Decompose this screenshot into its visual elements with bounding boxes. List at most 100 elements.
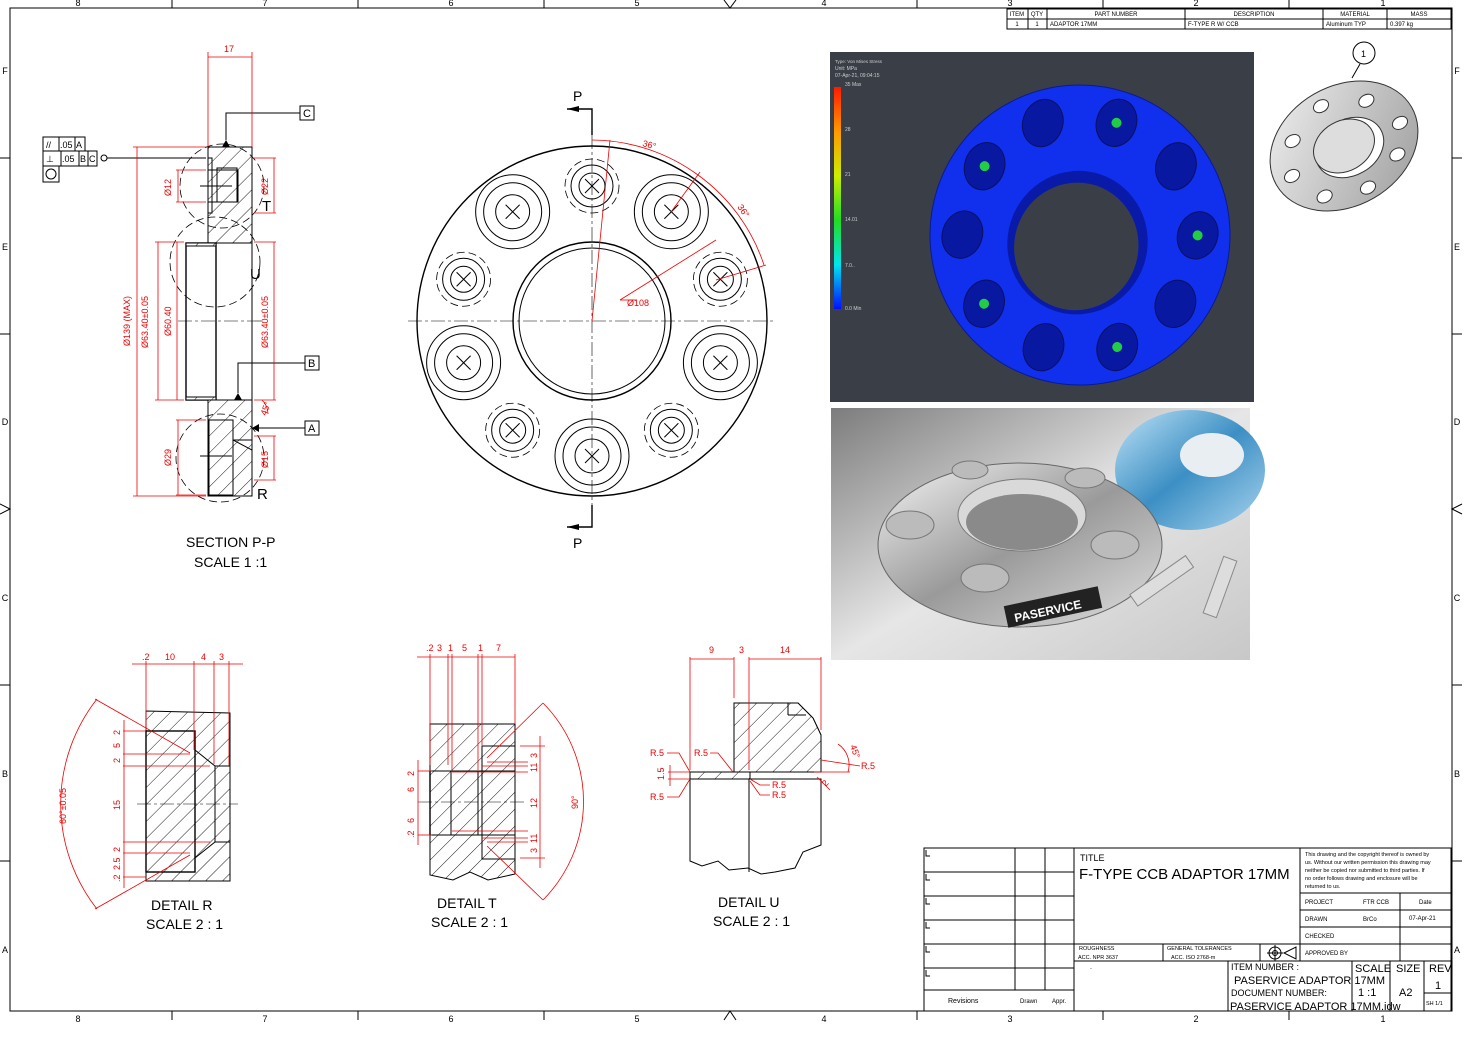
- project-value: FTR CCB: [1363, 900, 1389, 906]
- tolerances-label: GENERAL TOLERANCES: [1167, 946, 1232, 952]
- dim-angle-36-b: 36°: [735, 202, 751, 219]
- dim-r-2-5: 2.5: [112, 857, 122, 870]
- zone-col-5: 5: [634, 0, 639, 8]
- dim-u-r5: R.5: [772, 790, 786, 800]
- zone-col-8: 8: [75, 0, 80, 8]
- dim-u-r4: R.5: [772, 780, 786, 790]
- dim-t-2: 2: [406, 771, 416, 776]
- date-label: Date: [1419, 900, 1432, 906]
- detail-callout-t: T: [262, 198, 271, 215]
- parts-list-table: ITEM QTY PART NUMBER DESCRIPTION MATERIA…: [1006, 8, 1452, 30]
- parallel-tolerance: .05: [60, 140, 73, 150]
- zone-col-2-bottom: 2: [1193, 1014, 1198, 1024]
- sheet-border: 8 7 6 5 4 3 2 1 8 7 6 5 4 3 2 1 F E D C …: [0, 0, 1463, 1024]
- dim-r-5a: 5: [112, 743, 122, 748]
- stud-hole: [692, 251, 748, 307]
- dim-d139: Ø139 (MAX): [122, 296, 132, 346]
- zone-row-c-right: C: [1454, 593, 1461, 603]
- approved-label: APPROVED BY: [1305, 951, 1348, 957]
- dim-u-9: 9: [709, 645, 714, 655]
- dim-u-angle-45: 45°: [848, 743, 862, 760]
- date-value: 07-Apr-21: [1409, 916, 1436, 922]
- section-view-p-p: C B A T U R // .05 A ⊥ .05 B C: [42, 44, 320, 570]
- detail-t: .2 3 1 5 1 7 2 6 6 .2 3 11 12 11 3 90° D…: [406, 643, 584, 930]
- circularity-icon: [45, 168, 57, 180]
- fea-legend-unit: Unit: MPa: [835, 66, 857, 72]
- fea-legend-14: 14.01: [845, 217, 858, 223]
- zone-row-f-right: F: [1454, 66, 1460, 76]
- bom-cell-item: 1: [1015, 22, 1019, 28]
- bom-header-part-number: PART NUMBER: [1094, 12, 1138, 18]
- dim-u-r3: R.5: [694, 748, 708, 758]
- dim-r-10: 10: [165, 652, 175, 662]
- dim-t-6b: 6: [406, 818, 416, 823]
- zone-row-d-right: D: [1454, 417, 1461, 427]
- size-value: A2: [1399, 987, 1412, 999]
- bom-header-mass: MASS: [1410, 12, 1427, 18]
- dim-u-3: 3: [739, 645, 744, 655]
- zone-col-4-bottom: 4: [821, 1014, 826, 1024]
- section-scale: SCALE 1 :1: [194, 554, 267, 570]
- bom-header-description: DESCRIPTION: [1233, 12, 1274, 18]
- item-balloon: [1352, 41, 1376, 65]
- dim-u-thickness: 1.5: [656, 767, 666, 780]
- appr-column-label: Appr.: [1052, 999, 1066, 1005]
- dim-t-12: 12: [529, 798, 539, 808]
- dim-t-3: 3: [437, 643, 442, 653]
- section-title: SECTION P-P: [186, 534, 275, 550]
- zone-col-8-bottom: 8: [75, 1014, 80, 1024]
- dim-r-angle-60: 60°±0.05: [58, 788, 68, 824]
- zone-row-d: D: [2, 417, 9, 427]
- fea-legend-title: Type: Von Mises Stress: [835, 59, 883, 64]
- dim-r-2a: 2: [112, 730, 122, 735]
- title-block: Revisions Drawn Appr. TITLE F-TYPE CCB A…: [923, 847, 1452, 1013]
- copyright-line-4: no order follows drawing and enclosure w…: [1305, 876, 1418, 882]
- detail-r-scale: SCALE 2 : 1: [146, 916, 223, 932]
- dim-angle-45: 45°: [258, 400, 272, 417]
- zone-col-1: 1: [1380, 0, 1385, 8]
- fea-stress-image: Type: Von Mises Stress Unit: MPa 07-Apr-…: [830, 52, 1254, 402]
- photo-brand-sub: DANDER - VELDE: [1019, 617, 1053, 629]
- dim-r-4: 4: [201, 652, 206, 662]
- copyright-line-2: us. Without our written permission this …: [1305, 860, 1431, 866]
- dim-u-r6: R.5: [861, 761, 875, 771]
- scale-label: SCALE: [1355, 963, 1391, 975]
- fea-legend-max: 35 Max: [845, 82, 862, 88]
- fea-legend-21: 21: [845, 172, 851, 178]
- stud-hole: [485, 402, 541, 458]
- dim-t-1a: 1: [448, 643, 453, 653]
- dim-d63-inner: Ø63.40±0.05: [260, 296, 270, 348]
- zone-row-e-right: E: [1454, 242, 1460, 252]
- dim-r-3: 3: [219, 652, 224, 662]
- zone-col-6: 6: [448, 0, 453, 8]
- roughness-label: ROUGHNESS: [1079, 946, 1115, 952]
- counterbored-hole: [554, 418, 630, 494]
- bom-cell-qty: 1: [1035, 22, 1039, 28]
- dim-angle-36-a: 36°: [641, 138, 657, 151]
- size-label: SIZE: [1396, 963, 1420, 975]
- product-photo: PASERVICE DANDER - VELDE: [831, 408, 1265, 660]
- dim-d60: Ø60.40: [163, 306, 173, 336]
- dim-t-6a: 6: [406, 787, 416, 792]
- dim-bolt-circle-d108: Ø108: [627, 298, 649, 308]
- bom-cell-part-number: ADAPTOR 17MM: [1050, 22, 1097, 28]
- detail-t-title: DETAIL T: [437, 895, 497, 911]
- dim-r-15: 15: [112, 800, 122, 810]
- detail-r-title: DETAIL R: [151, 897, 212, 913]
- counterbored-hole: [426, 325, 502, 401]
- feature-control-frame: // .05 A ⊥ .05 B C: [42, 136, 206, 183]
- counterbored-hole: [475, 174, 551, 250]
- zone-row-b: B: [2, 769, 8, 779]
- zone-row-f: F: [2, 66, 8, 76]
- front-view: P P 36° 36° Ø108: [408, 88, 776, 551]
- bom-header-item: ITEM: [1010, 12, 1024, 18]
- copyright-line-1: This drawing and the copyright thereof i…: [1305, 852, 1429, 858]
- fea-legend-28: 28: [845, 127, 851, 133]
- dim-u-r1: R.5: [650, 748, 664, 758]
- datum-a: A: [308, 423, 316, 435]
- detail-r: .2 10 4 3 2 5 2 15 2 2.5 .2 60°±0.05 DET…: [58, 652, 243, 932]
- item-number-value: PASERVICE ADAPTOR 17MM: [1234, 975, 1385, 987]
- projection-symbol-icon: [1267, 945, 1297, 961]
- dim-t-02: .2: [426, 643, 434, 653]
